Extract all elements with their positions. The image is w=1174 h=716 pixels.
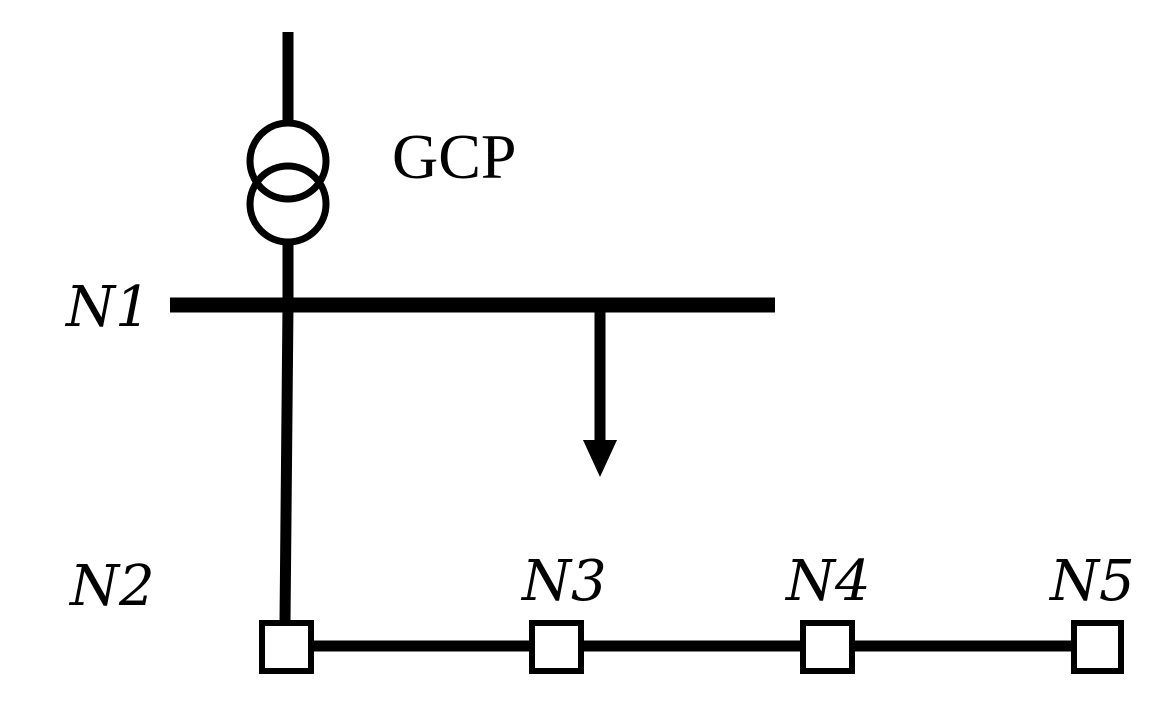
node-label-n5: N5 xyxy=(1048,549,1135,614)
node-label-n2: N2 xyxy=(68,554,155,619)
primary-winding-circle xyxy=(246,119,330,203)
node-label-n4: N4 xyxy=(784,549,871,614)
bus-to-n2-feeder-line xyxy=(279,304,294,623)
transformer-label: GCP xyxy=(392,121,517,192)
secondary-winding-circle xyxy=(246,162,330,246)
load-arrowhead xyxy=(583,440,617,477)
busbar-label-n1: N1 xyxy=(64,275,151,340)
node-n5-box xyxy=(1071,620,1124,674)
node-n2-box xyxy=(259,620,314,674)
load-arrow-icon xyxy=(583,305,617,477)
node-n3-box xyxy=(529,620,584,674)
node-n4-box xyxy=(800,620,855,674)
transformer-icon xyxy=(246,119,330,246)
node-label-n3: N3 xyxy=(520,549,607,614)
